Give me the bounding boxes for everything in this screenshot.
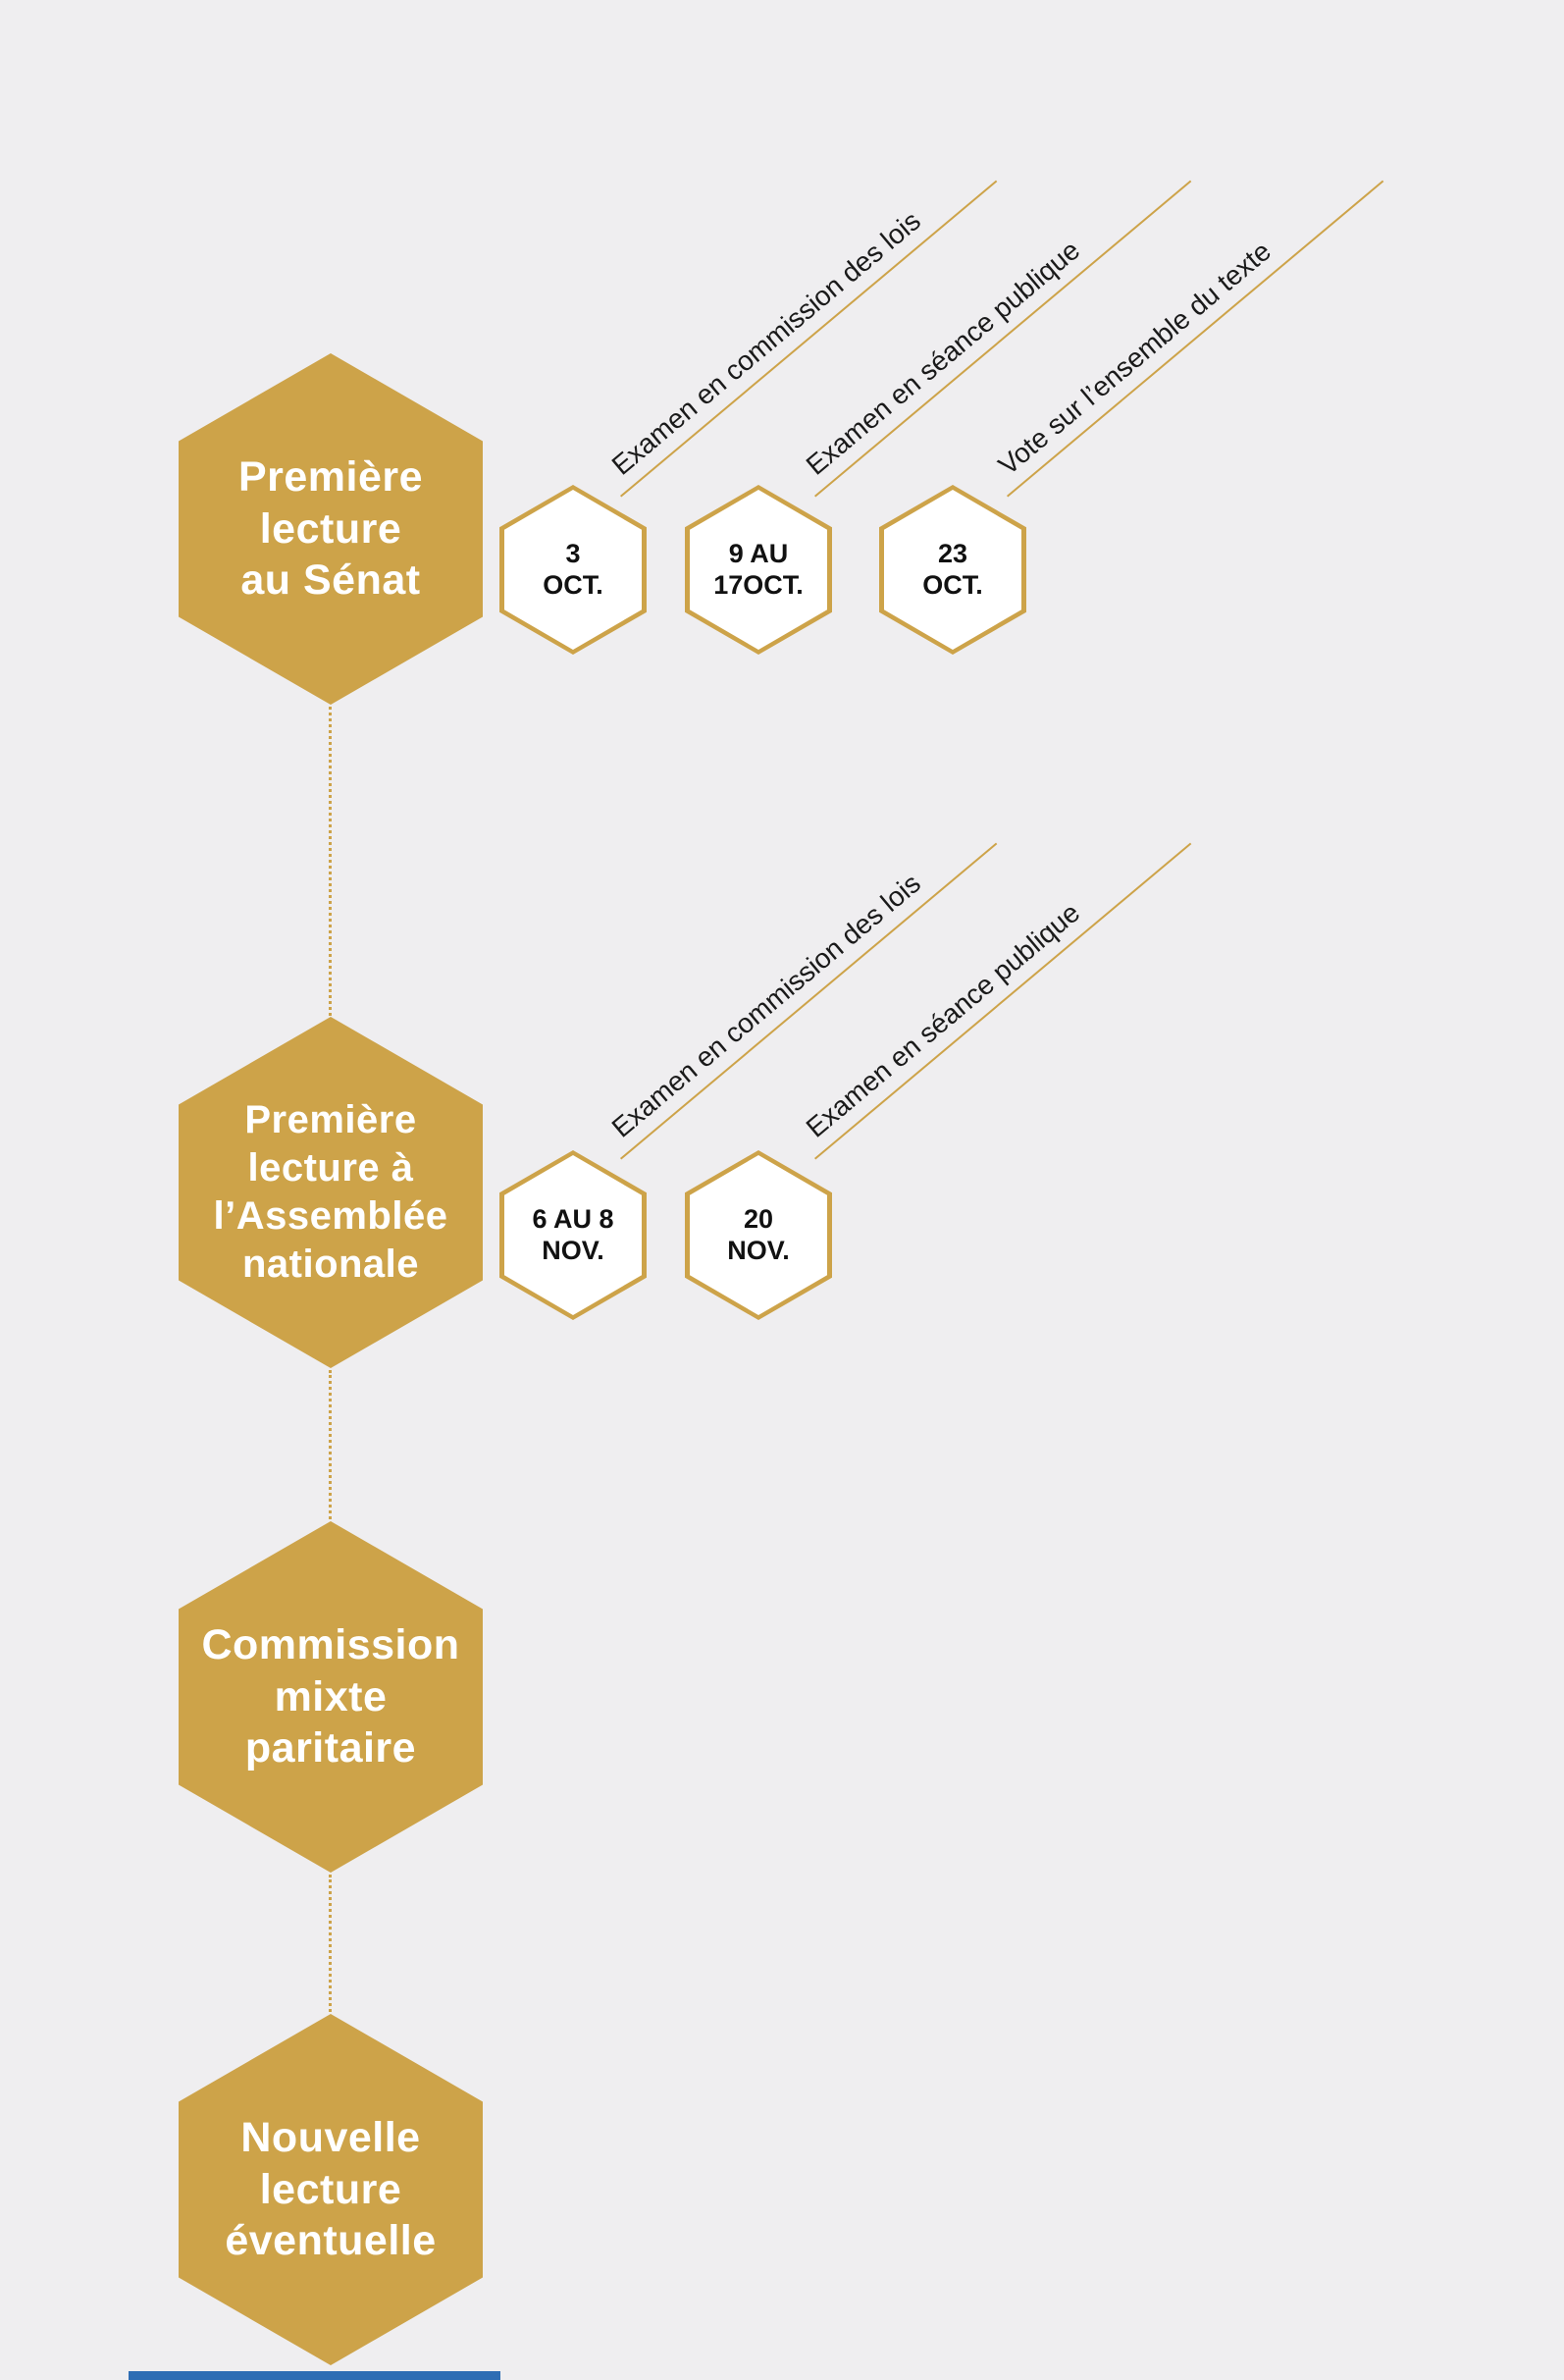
hexagon-fill: [690, 490, 827, 650]
title-line: lecture: [259, 2165, 402, 2213]
date-line: 3: [565, 538, 581, 568]
date-line: 9 AU: [728, 538, 789, 568]
date-text: 6 AU 8 NOV.: [499, 1150, 647, 1320]
date-line: 20: [743, 1203, 774, 1234]
date-hexagon-20-nov: 20 NOV.: [685, 1150, 832, 1320]
stage-title: Première lecture au Sénat: [238, 451, 423, 606]
title-line: éventuelle: [225, 2217, 437, 2265]
date-line: NOV.: [542, 1235, 604, 1265]
hexagon-fill: [884, 490, 1021, 650]
stage-hexagon-premiere-lecture-assemblee: Première lecture à l’Assemblée nationale: [179, 1017, 483, 1368]
dotted-connector: [329, 707, 332, 1016]
title-line: mixte: [274, 1672, 388, 1720]
date-line: OCT.: [543, 569, 603, 600]
date-line: 6 AU 8: [532, 1203, 614, 1234]
title-line: lecture à: [247, 1146, 414, 1190]
stage-hexagon-nouvelle-lecture-eventuelle: Nouvelle lecture éventuelle: [179, 2014, 483, 2365]
date-line: 17OCT.: [713, 569, 804, 600]
date-text: 20 NOV.: [685, 1150, 832, 1320]
date-text: 23 OCT.: [879, 485, 1026, 655]
stage-title: Première lecture à l’Assemblée nationale: [214, 1096, 448, 1288]
title-line: au Sénat: [240, 556, 421, 605]
event-line: Examen en séance publique: [801, 842, 1192, 1160]
dotted-connector: [329, 1370, 332, 1519]
title-line: paritaire: [244, 1724, 417, 1772]
title-line: Première: [244, 1098, 417, 1142]
title-line: l’Assemblée: [213, 1194, 448, 1238]
hexagon-fill: [504, 490, 642, 650]
stage-hexagon-commission-mixte-paritaire: Commission mixte paritaire: [179, 1521, 483, 1873]
date-text: 3 OCT.: [499, 485, 647, 655]
date-hexagon-6-au-8-nov: 6 AU 8 NOV.: [499, 1150, 647, 1320]
dotted-connector: [329, 1875, 332, 2012]
title-line: lecture: [259, 504, 402, 553]
date-hexagon-9-au-17-oct: 9 AU 17OCT.: [685, 485, 832, 655]
title-line: Commission: [201, 1621, 460, 1669]
title-line: Première: [237, 453, 424, 502]
date-line: NOV.: [727, 1235, 790, 1265]
footer-bar: [129, 2371, 500, 2380]
date-line: 23: [937, 538, 968, 568]
date-hexagon-23-oct: 23 OCT.: [879, 485, 1026, 655]
date-line: OCT.: [922, 569, 983, 600]
title-line: Nouvelle: [240, 2114, 421, 2162]
title-line: nationale: [241, 1242, 420, 1286]
event-line: Vote sur l’ensemble du texte: [993, 180, 1384, 498]
date-text: 9 AU 17OCT.: [685, 485, 832, 655]
stage-title: Commission mixte paritaire: [201, 1619, 459, 1773]
stage-title: Nouvelle lecture éventuelle: [225, 2112, 436, 2266]
stage-hexagon-premiere-lecture-senat: Première lecture au Sénat: [179, 353, 483, 705]
date-hexagon-3-oct: 3 OCT.: [499, 485, 647, 655]
